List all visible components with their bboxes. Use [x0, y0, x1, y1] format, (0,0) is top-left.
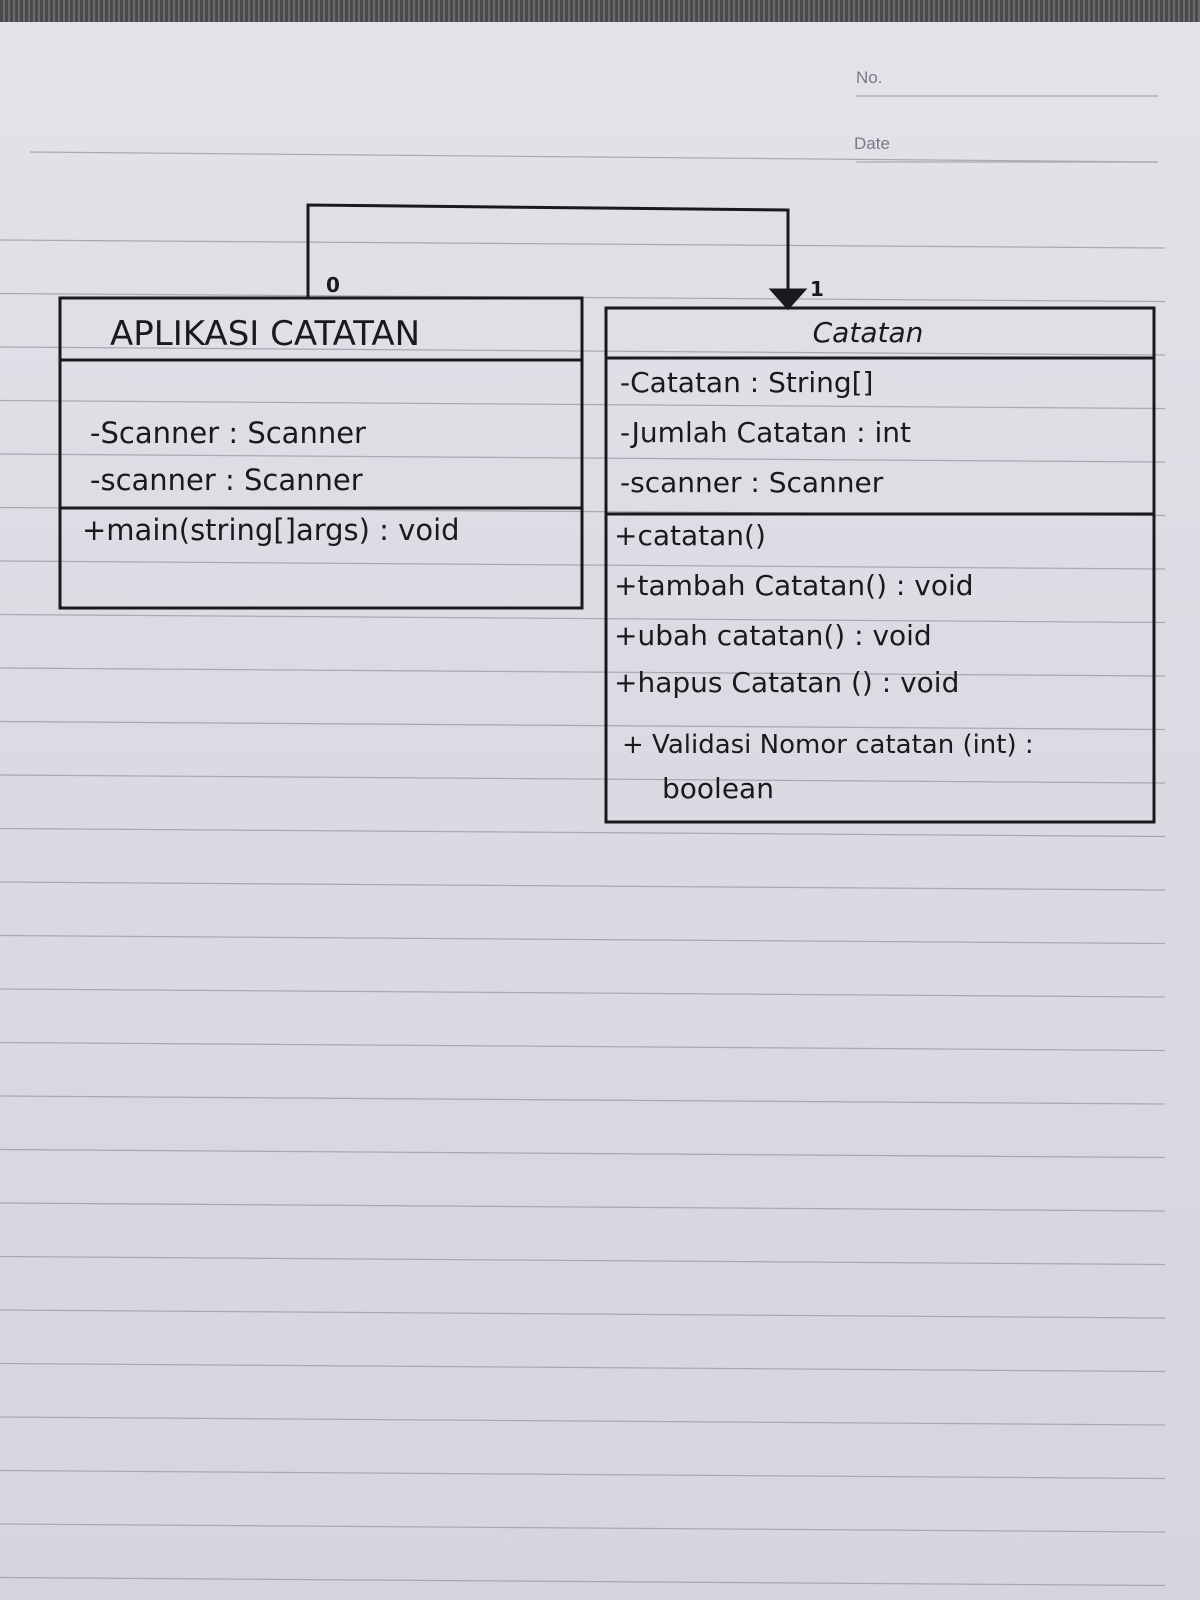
class-box-catatan: [604, 306, 1156, 824]
class-method: + Validasi Nomor catatan (int) :: [622, 730, 1034, 760]
class-method: +catatan(): [614, 519, 766, 552]
class-method: +ubah catatan() : void: [614, 619, 932, 652]
rule-line: [0, 1416, 1166, 1426]
class-name: APLIKASI CATATAN: [110, 314, 420, 354]
class-attribute: -Jumlah Catatan : int: [620, 416, 911, 449]
source-multiplicity: 0: [326, 273, 340, 297]
class-attribute: -scanner : Scanner: [620, 466, 884, 499]
rule-line: [0, 1469, 1166, 1480]
rule-line: [0, 1309, 1166, 1319]
rule-line: [0, 1362, 1166, 1373]
header-rule-line: [29, 151, 1159, 163]
rule-line: [0, 1095, 1166, 1105]
rule-line: [0, 1148, 1166, 1159]
rule-line: [0, 667, 1166, 677]
rule-line: [0, 1576, 1166, 1587]
rule-line: [0, 720, 1166, 731]
rule-line: [0, 613, 1166, 624]
class-method: +tambah Catatan() : void: [614, 569, 974, 602]
class-outline: [58, 296, 584, 610]
class-method: +hapus Catatan () : void: [614, 666, 959, 699]
class-attribute: -Catatan : String[]: [620, 366, 873, 399]
no-label: No.: [856, 68, 883, 87]
class-outline: [604, 306, 1156, 824]
class-box-aplikasi-catatan: [58, 296, 584, 610]
rule-line: [0, 988, 1166, 998]
rule-line: [0, 881, 1166, 891]
date-label: Date: [854, 134, 890, 153]
target-multiplicity: 1: [810, 277, 824, 301]
class-name: Catatan: [813, 316, 924, 349]
rule-line: [0, 1523, 1166, 1533]
class-method: +main(string[]args) : void: [82, 513, 460, 547]
notebook-binding-strip: [0, 0, 1200, 22]
class-attribute: -scanner : Scanner: [90, 463, 363, 497]
rule-line: [0, 239, 1166, 249]
rule-line: [0, 1041, 1166, 1052]
association-connector: [306, 203, 808, 311]
rule-line: [0, 774, 1166, 784]
rule-line: [0, 1255, 1166, 1266]
association-line: [306, 203, 790, 298]
navigability-arrowhead: [768, 288, 808, 311]
rule-line: [0, 1202, 1166, 1212]
class-attribute: -Scanner : Scanner: [90, 416, 366, 450]
rule-line: [0, 827, 1166, 838]
class-method-continuation: boolean: [662, 772, 774, 805]
rule-line: [0, 934, 1166, 945]
